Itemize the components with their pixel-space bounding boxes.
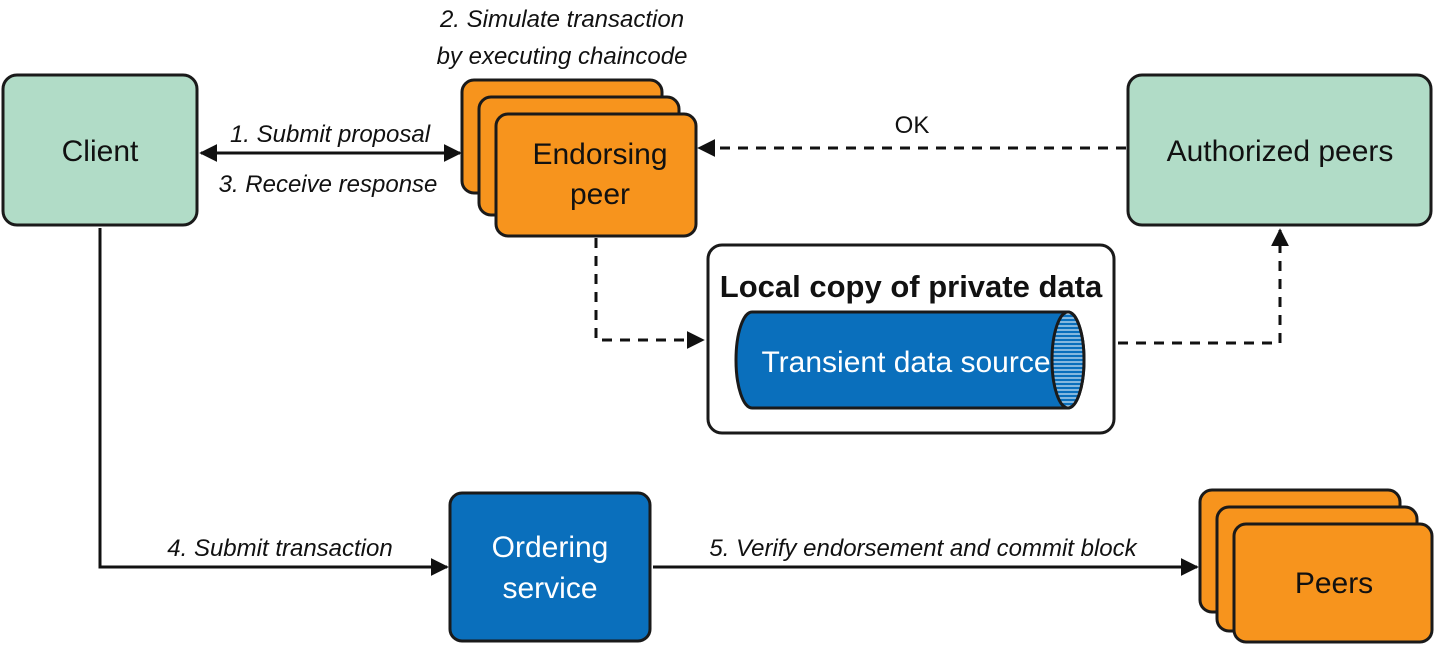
ordering-service-node: Ordering service <box>448 491 652 643</box>
private-data-node: Local copy of private data Transient dat… <box>706 243 1116 435</box>
simulate-label-line2: by executing chaincode <box>437 43 688 70</box>
peers-node: Peers <box>1198 488 1434 644</box>
endorsing-peer-node: Endorsing peer <box>460 78 698 238</box>
private-data-to-authorized-peers-arrow <box>1118 228 1289 345</box>
receive-response-label: 3. Receive response <box>219 171 438 198</box>
authorized-peers-label: Authorized peers <box>1167 135 1394 168</box>
ordering-service-label-line1: Ordering <box>492 531 609 564</box>
simulate-label-line1: 2. Simulate transaction <box>439 6 684 33</box>
private-data-title: Local copy of private data <box>720 269 1103 304</box>
verify-commit-label: 5. Verify endorsement and commit block <box>709 535 1138 562</box>
endorsing-peer-label-line1: Endorsing <box>532 138 667 171</box>
transient-data-source-cylinder: Transient data source <box>734 310 1086 410</box>
authorized-peers-box <box>1126 73 1433 227</box>
ok-label: OK <box>895 112 930 139</box>
client-node: Client <box>1 73 199 227</box>
client-label: Client <box>62 135 139 168</box>
endorsing-peer-front-card <box>494 112 698 238</box>
transient-data-source-label: Transient data source <box>761 346 1050 379</box>
endorsing-peer-label-line2: peer <box>570 178 630 211</box>
peers-label: Peers <box>1295 567 1373 600</box>
ordering-service-box <box>448 491 652 643</box>
submit-proposal-label: 1. Submit proposal <box>230 121 431 148</box>
peers-front-card <box>1232 522 1434 644</box>
submit-transaction-arrow <box>98 228 449 576</box>
cylinder-end <box>1050 310 1086 410</box>
ordering-service-label-line2: service <box>502 572 597 605</box>
endorser-to-private-data-arrow <box>594 238 705 349</box>
submit-transaction-label: 4. Submit transaction <box>167 535 392 562</box>
authorized-peers-node: Authorized peers <box>1126 73 1433 227</box>
client-box <box>1 73 199 227</box>
